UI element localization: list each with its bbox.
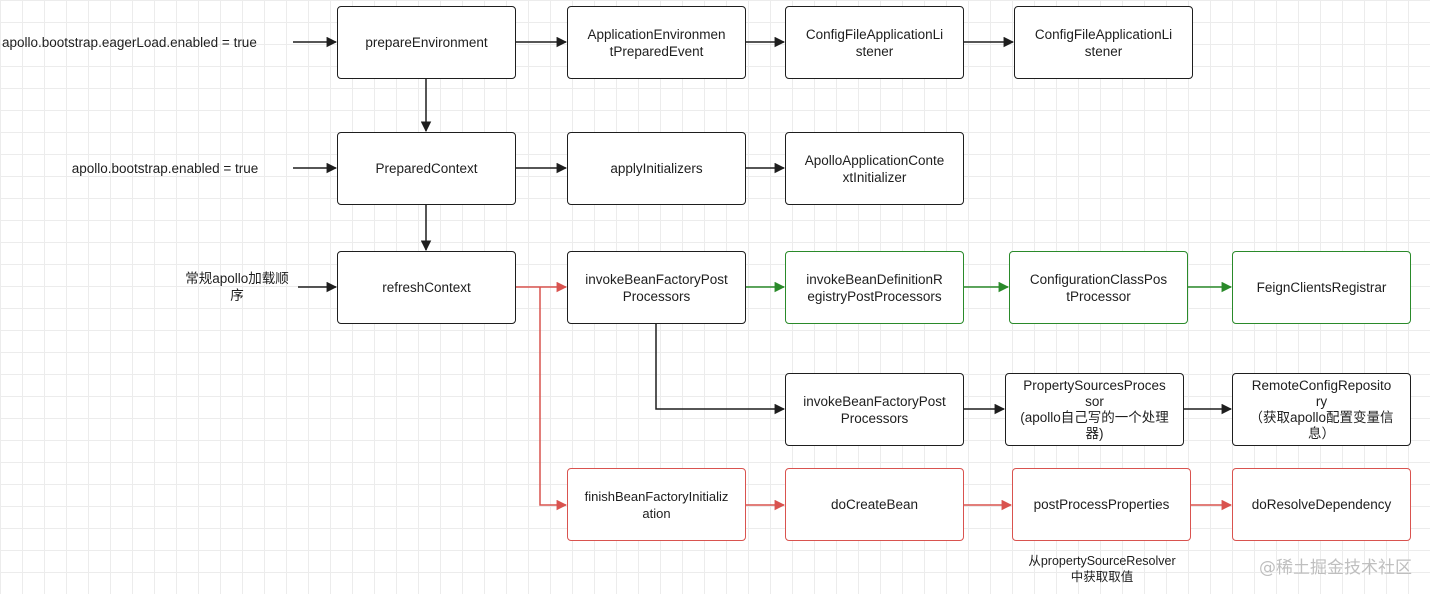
node-do-create-bean[interactable]: doCreateBean xyxy=(785,468,964,541)
condition-bootstrap-label: apollo.bootstrap.enabled = true xyxy=(71,161,259,176)
node-property-sources-processor[interactable]: PropertySourcesProces sor (apollo自己写的一个处… xyxy=(1005,373,1184,446)
node-apply-initializers[interactable]: applyInitializers xyxy=(567,132,746,205)
condition-eagerload-label: apollo.bootstrap.eagerLoad.enabled = tru… xyxy=(2,35,257,50)
node-feign-registrar[interactable]: FeignClientsRegistrar xyxy=(1232,251,1411,324)
node-config-file-listener-1[interactable]: ConfigFileApplicationLi stener xyxy=(785,6,964,79)
node-prepared-context[interactable]: PreparedContext xyxy=(337,132,516,205)
node-post-process-properties[interactable]: postProcessProperties xyxy=(1012,468,1191,541)
node-finish-bf-init[interactable]: finishBeanFactoryInitializ ation xyxy=(567,468,746,541)
node-invoke-bdrpp[interactable]: invokeBeanDefinitionR egistryPostProcess… xyxy=(785,251,964,324)
node-config-class-pp[interactable]: ConfigurationClassPos tProcessor xyxy=(1009,251,1188,324)
node-invoke-bfpp-1[interactable]: invokeBeanFactoryPost Processors xyxy=(567,251,746,324)
watermark-text: @稀土掘金技术社区 xyxy=(1259,558,1412,578)
node-prepare-environment[interactable]: prepareEnvironment xyxy=(337,6,516,79)
node-refresh-context[interactable]: refreshContext xyxy=(337,251,516,324)
edge-refresh-to-finish[interactable] xyxy=(539,287,568,511)
node-env-prepared-event[interactable]: ApplicationEnvironmen tPreparedEvent xyxy=(567,6,746,79)
note-property-source-resolver: 从propertySourceResolver 中获取取值 xyxy=(1028,554,1176,584)
node-remote-config-repository[interactable]: RemoteConfigReposito ry （获取apollo配置变量信 息… xyxy=(1232,373,1411,446)
node-apollo-initializer[interactable]: ApolloApplicationConte xtInitializer xyxy=(785,132,964,205)
node-do-resolve-dependency[interactable]: doResolveDependency xyxy=(1232,468,1411,541)
condition-normal-order-label: 常规apollo加载顺 序 xyxy=(185,271,289,303)
node-invoke-bfpp-2[interactable]: invokeBeanFactoryPost Processors xyxy=(785,373,964,446)
edge-invoke1-to-invoke2 xyxy=(655,323,786,415)
node-config-file-listener-2[interactable]: ConfigFileApplicationLi stener xyxy=(1014,6,1193,79)
